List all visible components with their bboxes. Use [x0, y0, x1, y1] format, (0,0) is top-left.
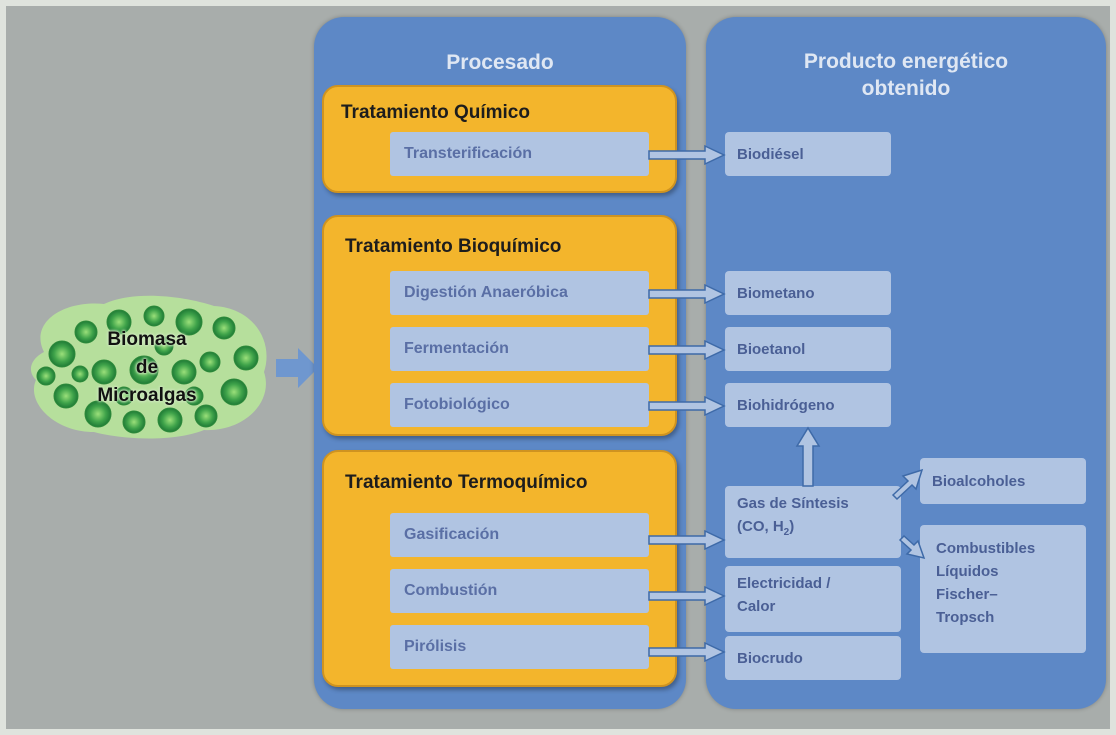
- arrow-transesterification-biodiesel: [648, 144, 726, 166]
- process-gasification: Gasificación: [390, 513, 649, 557]
- chemical-treatment-title: Tratamiento Químico: [341, 102, 530, 123]
- arrow-syngas-biohydrogen: [795, 426, 821, 487]
- product-ft-line4: Tropsch: [936, 609, 995, 626]
- thermochemical-treatment-title: Tratamiento Termoquímico: [345, 472, 588, 493]
- product-bioalcohols: Bioalcoholes: [920, 458, 1086, 504]
- biomass-label: Biomasa de Microalgas: [24, 326, 270, 410]
- processing-title: Procesado: [446, 51, 554, 74]
- product-electricity-heat: Electricidad / Calor: [725, 566, 901, 632]
- arrow-syngas-fischer-tropsch: [898, 534, 926, 560]
- biomass-label-line3: Microalgas: [97, 385, 197, 406]
- products-title: Producto energético obtenido: [706, 48, 1106, 102]
- syngas-formula-prefix: (CO, H: [737, 518, 784, 535]
- biomass-label-line1: Biomasa: [107, 329, 187, 350]
- arrow-fermentation-bioethanol: [648, 339, 726, 361]
- process-photobiological: Fotobiológico: [390, 383, 649, 427]
- arrow-combustion-electricity: [648, 585, 726, 607]
- arrow-digestion-biomethane: [648, 283, 726, 305]
- syngas-formula-suffix: ): [789, 518, 795, 535]
- microalgae-biomass-image: [30, 295, 267, 439]
- product-electricity-line2: Calor: [737, 598, 776, 615]
- process-pyrolysis: Pirólisis: [390, 625, 649, 669]
- product-biohydrogen: Biohidrógeno: [725, 383, 891, 427]
- product-ft-line3: Fischer–: [936, 586, 998, 603]
- arrow-pyrolysis-biocrude: [648, 641, 726, 663]
- product-bioethanol: Bioetanol: [725, 327, 891, 371]
- arrow-gasification-syngas: [648, 529, 726, 551]
- biochemical-treatment-title: Tratamiento Bioquímico: [345, 236, 562, 257]
- process-fermentation: Fermentación: [390, 327, 649, 371]
- process-anaerobic-digestion: Digestión Anaeróbica: [390, 271, 649, 315]
- products-title-line1: Producto energético: [803, 50, 1009, 73]
- product-electricity-line1: Electricidad /: [737, 575, 831, 592]
- product-syngas-line2: (CO, H2): [737, 515, 901, 544]
- biomass-label-line2: de: [135, 357, 159, 378]
- product-syngas-line1: Gas de Síntesis: [737, 495, 849, 512]
- arrow-photobiological-biohydrogen: [648, 395, 726, 417]
- product-biodiesel: Biodiésel: [725, 132, 891, 176]
- process-transesterification: Transterificación: [390, 132, 649, 176]
- product-biocrude: Biocrudo: [725, 636, 901, 680]
- product-ft-line1: Combustibles: [936, 540, 1036, 557]
- product-syngas: Gas de Síntesis (CO, H2): [725, 486, 901, 558]
- arrow-syngas-bioalcohols: [891, 468, 924, 501]
- biomass-to-processing-arrow: [276, 348, 318, 388]
- product-ft-line2: Líquidos: [936, 563, 999, 580]
- product-biomethane: Biometano: [725, 271, 891, 315]
- products-title-line2: obtenido: [861, 77, 951, 100]
- syngas-formula-subscript: 2: [783, 527, 790, 538]
- product-fischer-tropsch-fuels: Combustibles Líquidos Fischer– Tropsch: [920, 525, 1086, 653]
- process-combustion: Combustión: [390, 569, 649, 613]
